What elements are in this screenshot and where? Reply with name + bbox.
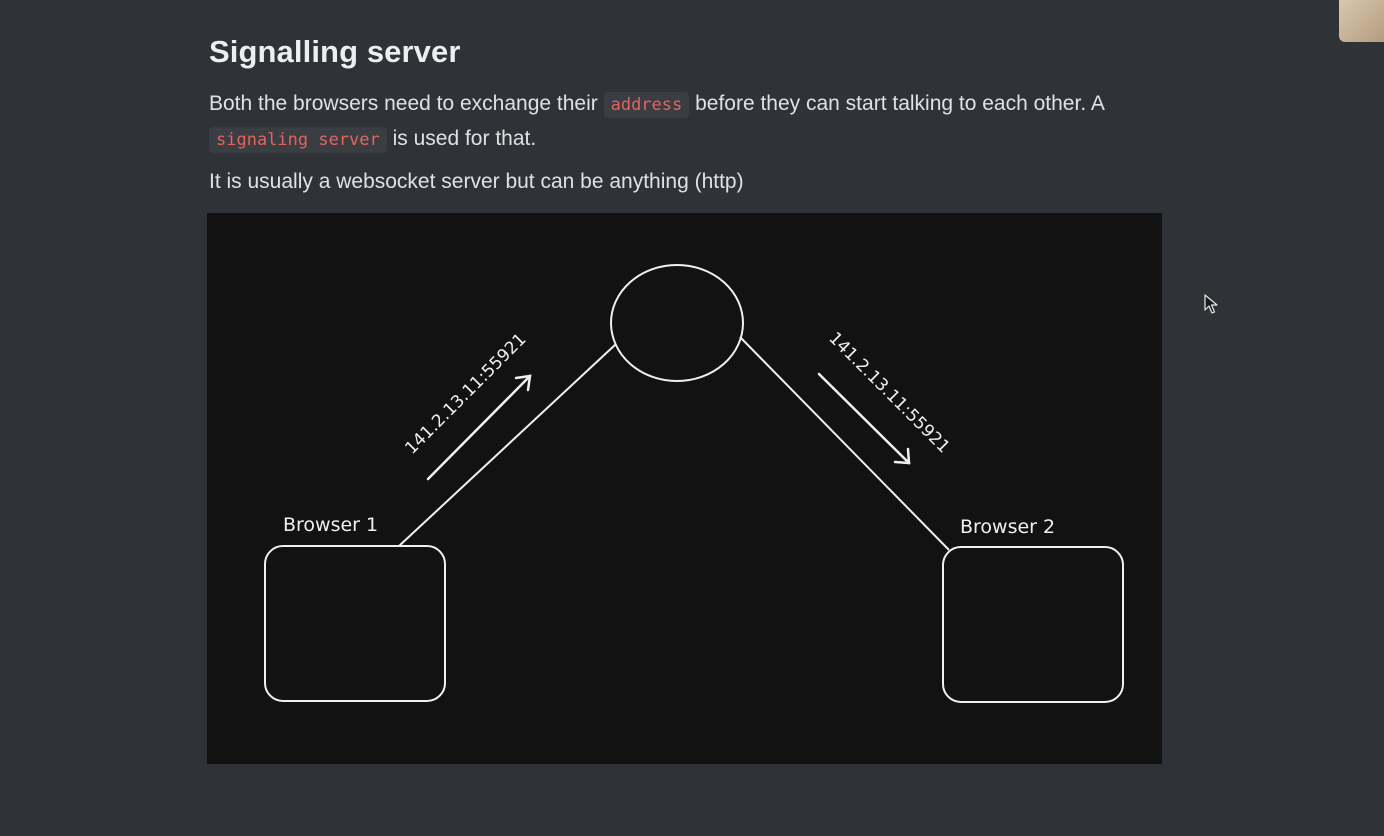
browser-2-label: Browser 2 [960, 516, 1055, 538]
para-text: is used for that. [386, 127, 537, 150]
signaling-diagram: 141.2.13.11:55921 141.2.13.11:55921 Brow… [207, 213, 1162, 764]
paragraph-websocket: It is usually a websocket server but can… [209, 170, 744, 193]
signaling-server-node [610, 264, 744, 382]
inline-code-address: address [603, 92, 690, 118]
arrow-up-right-icon [426, 374, 532, 481]
page-title: Signalling server [209, 34, 461, 69]
video-thumbnail [1339, 0, 1384, 42]
para-text: Both the browsers need to exchange their [209, 92, 604, 115]
connection-line-left [398, 343, 617, 547]
connection-line-right [739, 336, 950, 551]
browser-2-box [942, 546, 1124, 703]
arrow-down-right-icon [817, 372, 911, 465]
diagram-canvas: 141.2.13.11:55921 141.2.13.11:55921 Brow… [264, 264, 1124, 703]
address-label-right: 141.2.13.11:55921 [824, 328, 953, 457]
browser-1-box [264, 545, 446, 702]
browser-1-label: Browser 1 [283, 514, 378, 536]
inline-code-signaling-server: signaling server [209, 127, 387, 153]
para-text: before they can start talking to each ot… [689, 92, 1104, 115]
paragraph-signaling: Both the browsers need to exchange their… [209, 87, 1139, 157]
mouse-cursor-icon [1204, 294, 1218, 314]
